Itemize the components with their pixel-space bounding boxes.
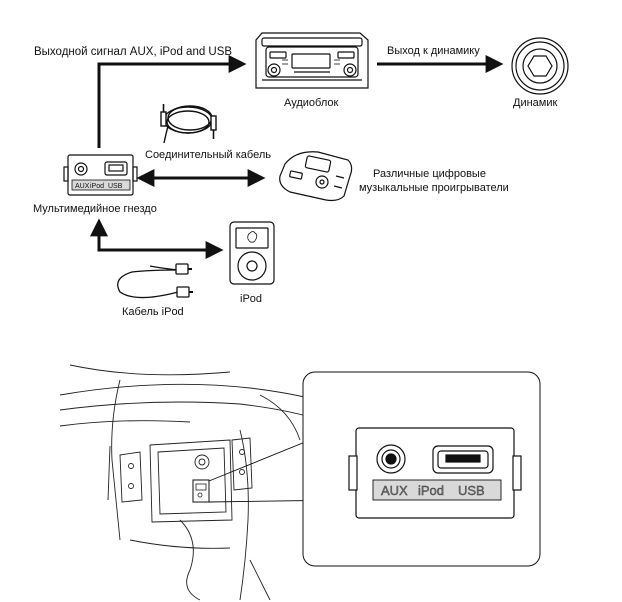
signal-output-label: Выходной сигнал AUX, iPod and USB: [34, 46, 233, 58]
car-interior-illustration: [59, 364, 331, 601]
large-usb-label: USB: [458, 483, 485, 498]
ipod-illustration: [229, 221, 275, 285]
small-aux-label: AUX: [75, 183, 90, 190]
signal-arrow-to-head-unit: [97, 55, 247, 148]
speaker-output-label: Выход к динамику: [387, 45, 480, 57]
multimedia-jack-label: Мультимедийное гнездо: [33, 203, 157, 215]
head-unit-label: Аудиоблок: [284, 97, 339, 109]
connector-cable-label: Соединительный кабель: [145, 149, 271, 161]
digital-players-label-line2: музыкальные проигрыватели: [359, 182, 509, 194]
multimedia-jack-large: AUX iPod USB: [348, 427, 522, 519]
connector-cable-illustration: [160, 104, 217, 144]
digital-player-illustration: [279, 151, 353, 202]
large-ipod-label: iPod: [418, 483, 444, 498]
ipod-label: iPod: [240, 293, 263, 305]
ipod-double-arrow: [90, 218, 224, 259]
small-ipod-label: iPod: [90, 183, 104, 190]
multimedia-jack-small: AUX iPod USB: [63, 154, 138, 196]
large-aux-label: AUX: [381, 483, 408, 498]
small-usb-label: USB: [108, 183, 123, 190]
ipod-cable-label: Кабель iPod: [122, 306, 184, 318]
speaker-illustration: [511, 37, 569, 95]
ipod-cable-illustration: [117, 263, 193, 299]
speaker-label: Динамик: [513, 97, 558, 109]
head-unit-illustration: [255, 32, 369, 89]
digital-players-label-line1: Различные цифровые: [373, 168, 486, 180]
